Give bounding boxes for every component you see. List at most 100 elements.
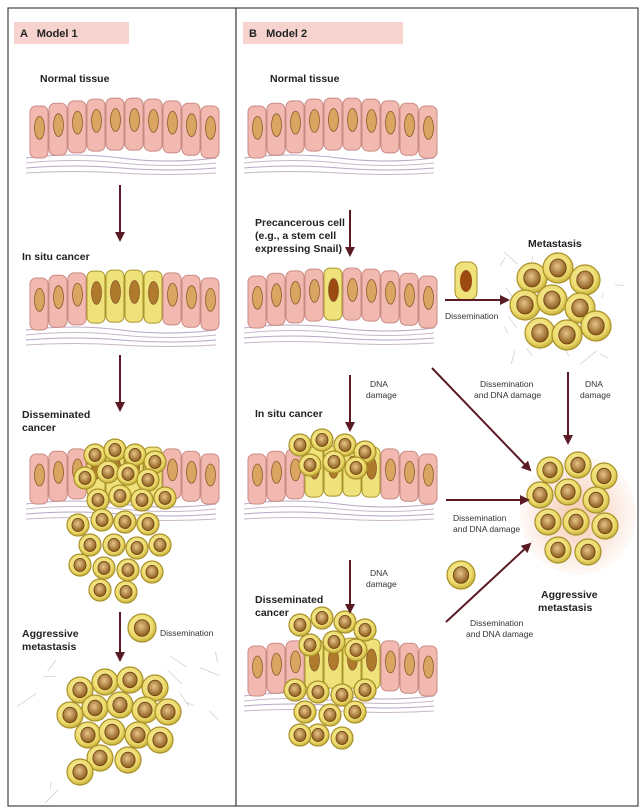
cell-nucleus <box>453 567 468 584</box>
cell-nucleus <box>289 683 301 696</box>
cell-nucleus <box>291 651 301 673</box>
b-label-dd1-1: Dissemination <box>480 379 534 389</box>
cell-nucleus <box>63 707 77 723</box>
cell-nucleus <box>138 702 152 718</box>
cell-nucleus <box>131 727 145 743</box>
b-label-normal: Normal tissue <box>270 73 340 85</box>
cell-nucleus <box>131 541 143 554</box>
cell-nucleus <box>111 109 121 132</box>
a-label-dissem-2: cancer <box>22 422 56 434</box>
cell-nucleus <box>149 281 159 304</box>
cell-nucleus <box>93 750 107 766</box>
b-label-dna1-2: damage <box>366 390 397 400</box>
cell-nucleus <box>598 518 612 534</box>
b-label-dna2-1: DNA <box>585 379 603 389</box>
cell-nucleus <box>339 438 351 451</box>
cell-nucleus <box>73 111 83 134</box>
cell-nucleus <box>336 688 348 701</box>
cell-nucleus <box>168 111 178 134</box>
cell-nucleus <box>517 296 534 314</box>
cell-nucleus <box>588 317 605 335</box>
cell-nucleus <box>328 455 340 468</box>
cell-nucleus <box>424 656 434 678</box>
a-label-normal: Normal tissue <box>40 73 110 85</box>
precancer-nucleus <box>329 279 339 302</box>
cell-nucleus <box>316 433 328 446</box>
cell-nucleus <box>54 114 64 137</box>
b-label-dissemination: Dissemination <box>445 311 499 321</box>
cell-nucleus <box>92 281 102 304</box>
cell-nucleus <box>561 484 575 500</box>
cell-nucleus <box>54 286 64 309</box>
cell-nucleus <box>299 705 311 718</box>
panel-a-header: A Model 1 <box>20 28 78 40</box>
cell-nucleus <box>329 109 339 132</box>
a-label-insitu: In situ cancer <box>22 251 90 263</box>
cell-nucleus <box>367 649 377 671</box>
cell-nucleus <box>122 563 134 576</box>
cell-nucleus <box>348 109 358 132</box>
cell-nucleus <box>79 471 91 484</box>
cell-nucleus <box>386 281 396 304</box>
cell-nucleus <box>571 457 585 473</box>
cell-nucleus <box>272 653 282 675</box>
cell-nucleus <box>312 685 324 698</box>
cell-nucleus <box>559 326 576 344</box>
cell-nucleus <box>35 288 45 311</box>
cell-nucleus <box>543 462 557 478</box>
a-label-aggr-2: metastasis <box>22 641 76 653</box>
cell-nucleus <box>142 517 154 530</box>
b-label-precancer-1: Precancerous cell <box>255 217 345 229</box>
b-label-dd2-1: Dissemination <box>453 513 507 523</box>
cell-nucleus <box>359 683 371 696</box>
cell-nucleus <box>136 493 148 506</box>
cell-nucleus <box>386 111 396 134</box>
cell-nucleus <box>148 680 162 696</box>
cell-nucleus <box>597 468 611 484</box>
cell-nucleus <box>134 620 149 637</box>
cell-nucleus <box>206 116 216 139</box>
cell-nucleus <box>316 611 328 624</box>
cell-nucleus <box>328 635 340 648</box>
cell-nucleus <box>153 732 167 748</box>
cell-nucleus <box>350 643 362 656</box>
cell-nucleus <box>424 286 434 309</box>
cell-nucleus <box>94 583 106 596</box>
cell-nucleus <box>386 651 396 673</box>
cell-nucleus <box>272 284 282 307</box>
cell-nucleus <box>294 618 306 631</box>
b-label-aggr-2: metastasis <box>538 602 592 614</box>
b-label-dd2-2: and DNA damage <box>453 524 520 534</box>
cell-nucleus <box>130 281 140 304</box>
b-label-dissem-1: Disseminated <box>255 594 323 606</box>
cell-nucleus <box>119 515 131 528</box>
cell-nucleus <box>541 514 555 530</box>
cell-nucleus <box>324 708 336 721</box>
a-label-dissemination: Dissemination <box>160 628 214 638</box>
cell-nucleus <box>551 542 565 558</box>
cell-nucleus <box>113 697 127 713</box>
cell-nucleus <box>73 682 87 698</box>
cell-nucleus <box>569 514 583 530</box>
cell-nucleus <box>272 114 282 137</box>
precancer-nucleus <box>460 270 472 292</box>
cell-nucleus <box>35 464 45 486</box>
cell-nucleus <box>291 281 301 304</box>
cell-nucleus <box>577 271 594 289</box>
cell-nucleus <box>550 259 567 277</box>
cell-nucleus <box>187 461 197 483</box>
b-single-precancer-cell <box>455 262 477 300</box>
cell-nucleus <box>149 109 159 132</box>
cell-nucleus <box>111 281 121 304</box>
cell-nucleus <box>424 116 434 139</box>
cell-nucleus <box>121 752 135 768</box>
cell-nucleus <box>253 464 263 486</box>
cell-nucleus <box>367 279 377 302</box>
cell-nucleus <box>92 109 102 132</box>
cell-nucleus <box>581 544 595 560</box>
cell-nucleus <box>154 538 166 551</box>
cell-nucleus <box>339 615 351 628</box>
b-label-dd1-2: and DNA damage <box>474 390 541 400</box>
b-label-metastasis: Metastasis <box>528 238 582 250</box>
